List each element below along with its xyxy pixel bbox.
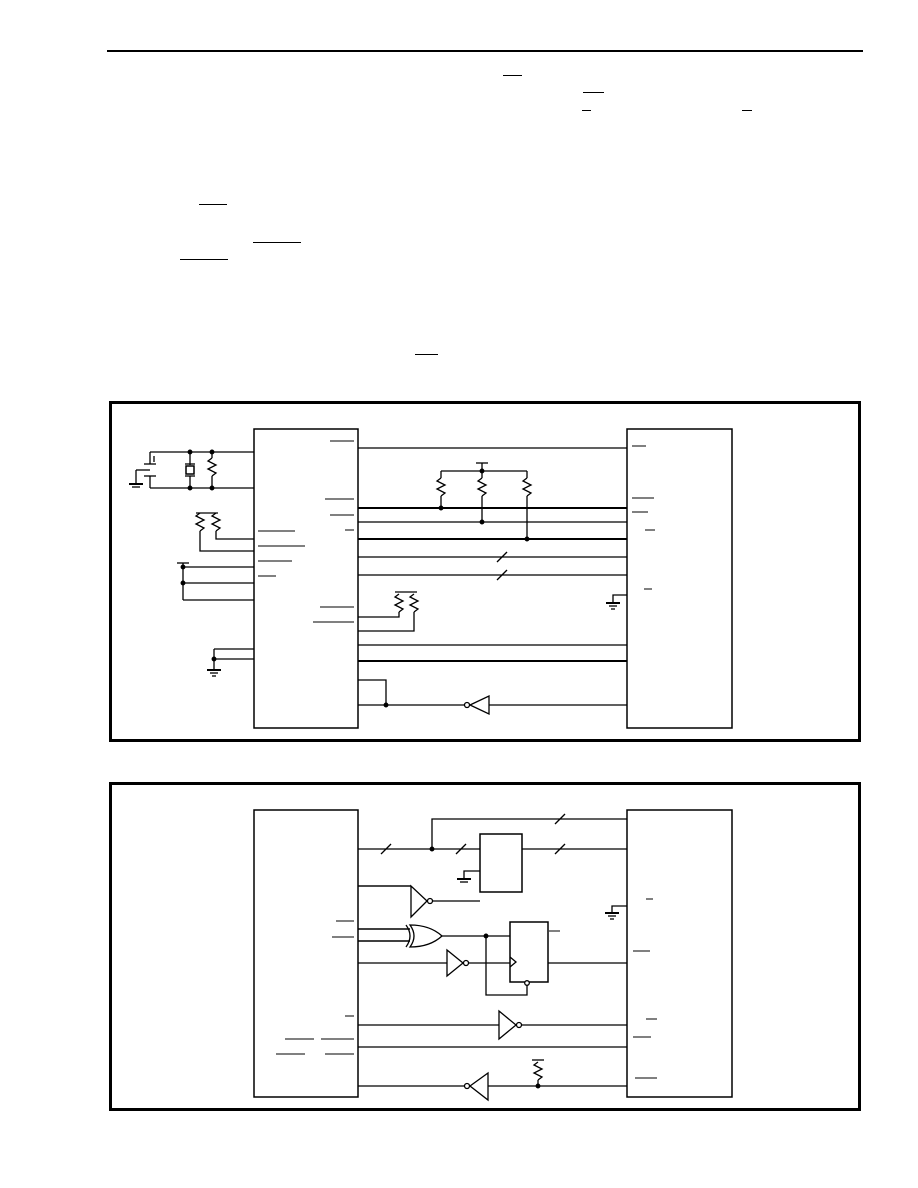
text-overbar bbox=[415, 354, 438, 355]
left-ic-block bbox=[253, 809, 359, 1098]
bottom-schematic bbox=[253, 809, 733, 1102]
top-schematic bbox=[129, 428, 733, 729]
latch-block bbox=[479, 833, 523, 893]
text-overbar bbox=[180, 259, 228, 260]
text-overbar bbox=[199, 204, 227, 205]
text-overbar bbox=[742, 110, 752, 111]
right-ic-block bbox=[626, 428, 733, 729]
flip-flop-block bbox=[509, 921, 549, 983]
header-rule bbox=[107, 50, 863, 52]
right-ic-block bbox=[626, 809, 733, 1098]
top-schematic-frame bbox=[109, 401, 861, 742]
text-overbar bbox=[503, 75, 522, 76]
bottom-schematic-frame bbox=[109, 782, 861, 1111]
right-ic-pin-bars bbox=[632, 445, 655, 590]
text-overbar bbox=[253, 242, 301, 243]
left-ic-pin-bars bbox=[258, 440, 354, 623]
text-overbar bbox=[583, 92, 604, 93]
left-ic-block bbox=[253, 428, 359, 729]
text-overbar bbox=[582, 110, 591, 111]
